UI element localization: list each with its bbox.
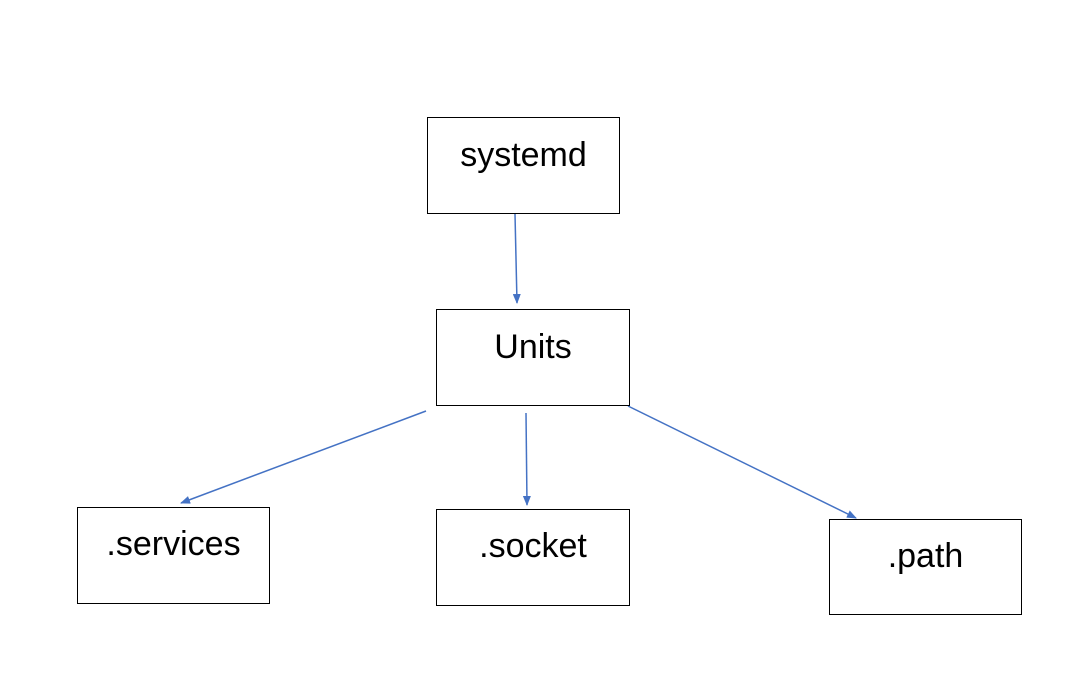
node-systemd: systemd xyxy=(427,117,620,214)
node-systemd-label: systemd xyxy=(460,136,587,174)
node-units-label: Units xyxy=(494,328,572,366)
edge-units-to-socket xyxy=(522,412,531,506)
edge-units-to-path xyxy=(627,405,857,519)
edge-systemd-to-units xyxy=(512,213,521,304)
edge-units-to-services xyxy=(180,410,427,504)
node-services-label: .services xyxy=(106,525,241,563)
node-path: .path xyxy=(829,519,1022,615)
node-path-label: .path xyxy=(887,537,964,575)
node-socket-label: .socket xyxy=(479,527,587,565)
node-units: Units xyxy=(436,309,630,406)
node-socket: .socket xyxy=(436,509,630,606)
node-services: .services xyxy=(77,507,270,604)
